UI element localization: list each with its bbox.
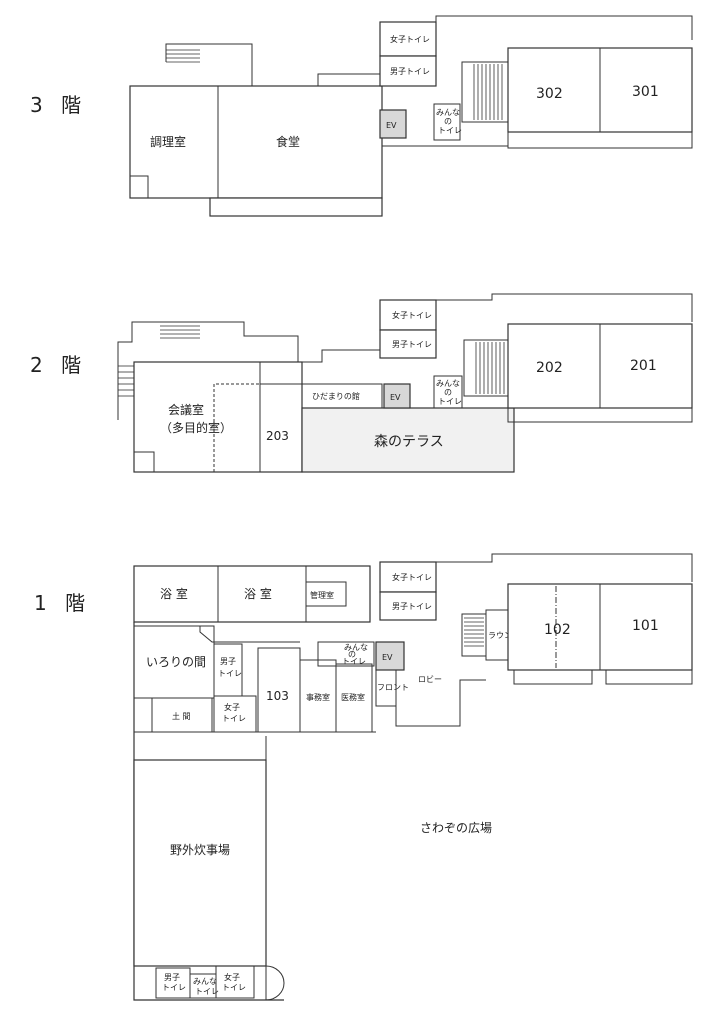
svg-text:みんな: みんな xyxy=(344,643,368,652)
room-terrace: 森のテラス xyxy=(374,434,444,450)
svg-text:男子トイレ: 男子トイレ xyxy=(392,602,432,611)
svg-text:フロント: フロント xyxy=(377,683,409,692)
stairs-3f-east xyxy=(461,61,509,123)
stairs-3f-west xyxy=(166,49,200,63)
room-mgmt xyxy=(305,581,347,607)
floor-3: 3 階 調理室 食堂 女子トイレ 男子トイレ EV みんな の トイレ xyxy=(30,15,693,217)
room-lobby: ロビー xyxy=(418,675,442,684)
floor-1-label: 1 階 xyxy=(34,591,91,615)
floor-2-label: 2 階 xyxy=(30,353,87,377)
svg-text:みんな: みんな xyxy=(436,108,460,117)
svg-text:の: の xyxy=(444,117,452,126)
svg-text:土 間: 土 間 xyxy=(172,711,191,721)
room-201: 201 xyxy=(630,358,657,374)
svg-text:女子トイレ: 女子トイレ xyxy=(390,34,430,44)
svg-text:トイレ: トイレ xyxy=(438,397,462,406)
block-1f-baths xyxy=(133,565,371,623)
svg-text:トイレ: トイレ xyxy=(438,126,462,135)
room-302: 302 xyxy=(536,86,563,102)
room-203: 203 xyxy=(266,429,289,443)
svg-text:女子: 女子 xyxy=(224,972,240,982)
elevator-3f xyxy=(379,109,407,139)
room-all-wc-1f xyxy=(317,641,375,667)
floor-1: 1 階 管理室 浴 室 浴 室 女子トイレ 男子トイレ いろりの間 土 間 男子… xyxy=(34,553,693,1001)
room-301: 301 xyxy=(632,84,659,100)
svg-text:男子トイレ: 男子トイレ xyxy=(392,340,432,349)
svg-text:みんな: みんな xyxy=(193,977,217,986)
room-101: 101 xyxy=(632,618,659,634)
terrace-2f xyxy=(301,407,515,473)
room-meeting-sub: （多目的室） xyxy=(160,420,232,435)
room-men-wc-2f xyxy=(379,329,437,359)
elevator-2f xyxy=(383,383,411,409)
svg-text:トイレ: トイレ xyxy=(162,983,186,992)
block-3f-main xyxy=(129,85,383,199)
svg-text:ひだまりの館: ひだまりの館 xyxy=(312,391,360,401)
svg-text:EV: EV xyxy=(386,121,397,130)
room-102: 102 xyxy=(544,622,571,638)
room-bath-1: 浴 室 xyxy=(160,586,188,601)
round-tower xyxy=(265,965,285,1001)
stairs-2f-west xyxy=(118,325,200,397)
svg-text:トイレ: トイレ xyxy=(195,987,219,996)
room-women-wc-2f xyxy=(379,299,437,331)
svg-text:男子トイレ: 男子トイレ xyxy=(390,67,430,76)
svg-text:トイレ: トイレ xyxy=(218,669,242,678)
svg-text:男子: 男子 xyxy=(220,657,236,666)
svg-text:の: の xyxy=(444,388,452,397)
floor-3-label: 3 階 xyxy=(30,93,87,117)
svg-text:女子トイレ: 女子トイレ xyxy=(392,310,432,320)
svg-text:事務室: 事務室 xyxy=(306,692,330,702)
svg-text:トイレ: トイレ xyxy=(342,657,366,666)
svg-text:103: 103 xyxy=(266,689,289,703)
svg-text:男子: 男子 xyxy=(164,973,180,982)
svg-text:野外炊事場: 野外炊事場 xyxy=(170,843,230,857)
svg-text:の: の xyxy=(348,650,356,659)
balcony-3f xyxy=(209,197,383,217)
area-cookout xyxy=(133,759,267,967)
room-all-wc-3f xyxy=(433,103,461,141)
room-bath-2: 浴 室 xyxy=(244,586,272,601)
svg-text:女子トイレ: 女子トイレ xyxy=(392,572,432,582)
room-women-wc-3f xyxy=(379,21,437,57)
stair-outline-3f xyxy=(165,43,253,86)
svg-text:いろりの間: いろりの間 xyxy=(146,655,206,669)
svg-text:ラウンジ: ラウンジ xyxy=(488,631,520,640)
svg-text:トイレ: トイレ xyxy=(222,714,246,723)
block-2f-main xyxy=(133,361,303,473)
svg-text:EV: EV xyxy=(382,653,393,662)
svg-text:管理室: 管理室 xyxy=(310,590,334,600)
svg-text:EV: EV xyxy=(390,393,401,402)
stairs-2f-east xyxy=(463,339,509,397)
room-meeting: 会議室 xyxy=(168,402,204,417)
area-plaza: さわぞの広場 xyxy=(420,821,492,835)
room-hidamari xyxy=(301,383,383,409)
stairs-1f-east xyxy=(461,613,487,657)
svg-text:医務室: 医務室 xyxy=(341,692,365,702)
svg-text:みんな: みんな xyxy=(436,379,460,388)
room-all-wc-2f xyxy=(433,375,463,409)
room-dining: 食堂 xyxy=(276,134,300,149)
svg-text:トイレ: トイレ xyxy=(222,983,246,992)
floor-2: 2 階 会議室 （多目的室） 203 森のテラス ひだまりの館 EV みんな の… xyxy=(30,293,693,473)
room-men-wc-1f xyxy=(379,591,437,621)
room-men-wc-3f xyxy=(379,55,437,87)
room-cooking: 調理室 xyxy=(150,134,186,149)
room-out-women-wc xyxy=(215,965,255,999)
room-202: 202 xyxy=(536,360,563,376)
svg-text:女子: 女子 xyxy=(224,702,240,712)
